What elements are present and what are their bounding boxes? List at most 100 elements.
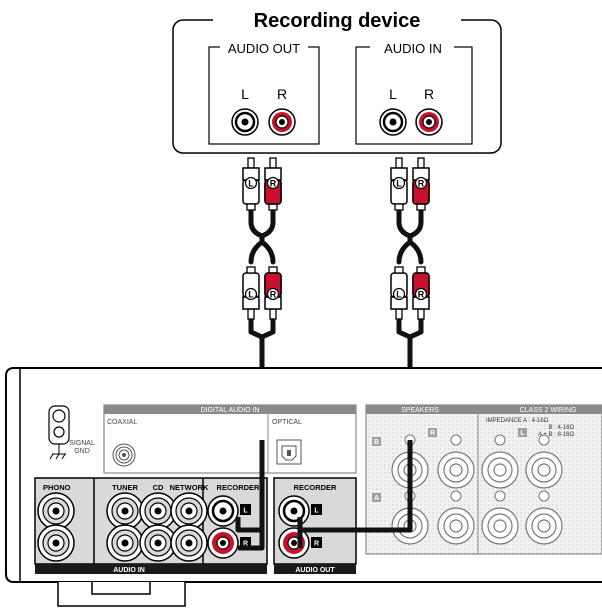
cable-2-right-branch: [407, 239, 424, 265]
audio-in-left-label: L: [389, 86, 397, 102]
plug-mark-r: R: [418, 290, 425, 300]
plug-2-top-right[interactable]: R: [412, 157, 430, 211]
speaker-a-mark: A: [374, 495, 379, 502]
plug-1-top-left[interactable]: L: [242, 157, 260, 211]
speaker-b-mark: B: [374, 439, 379, 446]
phono-right-jack[interactable]: [37, 524, 75, 562]
audio-out-label-mask: [220, 40, 308, 56]
phono-label: PHONO: [43, 483, 71, 492]
audio-in-right-label: R: [424, 86, 434, 102]
cable-2-left-branch: [396, 233, 413, 265]
audio-out-right-label: R: [277, 86, 287, 102]
recording-device-title: Recording device: [254, 10, 421, 32]
speaker-r-mark: R: [430, 430, 435, 437]
cable-2-lower-join: [396, 314, 424, 340]
audio-in-label: AUDIO IN: [384, 41, 442, 56]
amplifier-foot-inner: [91, 582, 151, 595]
cable-ends: [235, 440, 413, 551]
audio-in-bar-label: AUDIO IN: [113, 567, 145, 574]
plug-mark-l: L: [248, 179, 254, 189]
coaxial-jack[interactable]: [112, 443, 136, 467]
audio-out-left-label: L: [241, 86, 249, 102]
speaker-a-badge: [372, 493, 381, 502]
speaker-l-badge: [518, 428, 527, 437]
speaker-terminal[interactable]: [437, 451, 475, 489]
speaker-terminal[interactable]: [481, 507, 519, 545]
audio-in-right-jack[interactable]: [415, 108, 443, 136]
speaker-l-mark: L: [520, 430, 525, 437]
signal-label: SIGNAL: [69, 440, 95, 447]
cable-1-to-recorder-in-right: [238, 530, 265, 551]
plug-set-1-top: L R: [242, 157, 282, 211]
recording-device: Recording device AUDIO OUT L R: [172, 8, 502, 154]
optical-label: OPTICAL: [272, 419, 302, 426]
audio-out-label: AUDIO OUT: [228, 41, 300, 56]
recording-audio-out-group: AUDIO OUT L R: [208, 40, 320, 145]
plug-mark-l: L: [248, 290, 254, 300]
cable-1-right-branch: [259, 239, 276, 265]
cable-2-to-recorder-out: [300, 440, 413, 533]
audio-out-bar-label: AUDIO OUT: [295, 567, 335, 574]
recorder-in-right-jack[interactable]: [207, 527, 239, 559]
plug-mark-r: R: [270, 179, 277, 189]
speaker-terminal[interactable]: [437, 507, 475, 545]
class2-wiring-label: CLASS 2 WIRING: [520, 407, 577, 414]
cable-1-upper-join: [248, 207, 276, 239]
speaker-terminal[interactable]: [525, 507, 563, 545]
audio-out-section: AUDIO OUT RECORDER L R: [273, 477, 357, 574]
cable-2-upper-join: [396, 207, 424, 239]
cd-label: CD: [153, 483, 164, 492]
recorder-out-left-jack[interactable]: [278, 495, 310, 527]
cable-1-to-recorder-in-left: [235, 440, 265, 533]
digital-audio-in-section: DIGITAL AUDIO IN COAXIAL OPTICAL: [103, 404, 357, 474]
recorder-out-l-badge: [311, 504, 322, 515]
tuner-left-jack[interactable]: [106, 492, 144, 530]
recorder-out-label: RECORDER: [294, 483, 338, 492]
audio-out-right-jack[interactable]: [268, 108, 296, 136]
recorder-out-l-mark: L: [314, 508, 319, 515]
audio-out-left-jack[interactable]: [231, 108, 259, 136]
audio-in-left-jack[interactable]: [379, 108, 407, 136]
recorder-in-r-badge: [240, 537, 251, 548]
phono-left-jack[interactable]: [37, 492, 75, 530]
plug-mark-r: R: [418, 179, 425, 189]
recorder-in-l-mark: L: [243, 508, 248, 515]
cable-1-left-branch: [248, 233, 265, 265]
speaker-terminal[interactable]: [481, 451, 519, 489]
gnd-label: GND: [74, 448, 90, 455]
recorder-in-left-jack[interactable]: [207, 495, 239, 527]
recorder-out-r-mark: R: [314, 541, 319, 548]
impedance-line2: B : 4-16Ω: [549, 425, 575, 431]
network-right-jack[interactable]: [170, 524, 208, 562]
network-left-jack[interactable]: [170, 492, 208, 530]
speakers-label: SPEAKERS: [401, 407, 439, 414]
plug-mark-l: L: [396, 290, 402, 300]
recording-device-outline: [172, 19, 502, 154]
amplifier-rear-panel: SIGNAL GND DIGITAL AUDIO IN COAXIAL OPTI…: [5, 367, 602, 607]
audio-in-label-mask: [370, 40, 454, 56]
optical-jack[interactable]: [276, 439, 302, 465]
coaxial-label: COAXIAL: [107, 419, 137, 426]
title-mask: [213, 8, 461, 32]
speaker-terminal[interactable]: [525, 451, 563, 489]
tuner-label: TUNER: [112, 483, 138, 492]
cable-1-lower-join: [248, 314, 276, 340]
plug-1-top-right[interactable]: R: [264, 157, 282, 211]
recorder-in-label: RECORDER: [217, 483, 261, 492]
plug-set-1-bottom: L R: [242, 266, 282, 320]
plug-mark-r: R: [270, 290, 277, 300]
plug-set-2-bottom: L R: [390, 266, 430, 320]
network-label: NETWORK: [170, 483, 209, 492]
tuner-right-jack[interactable]: [106, 524, 144, 562]
digital-audio-in-label: DIGITAL AUDIO IN: [200, 407, 259, 414]
recorder-out-r-badge: [311, 537, 322, 548]
plug-set-2-top: L R: [390, 157, 430, 211]
recorder-in-r-mark: R: [243, 541, 248, 548]
analog-inputs-section: AUDIO IN PHONO TUNER CD NETWORK RECORDER: [34, 477, 268, 574]
plug-2-top-left[interactable]: L: [390, 157, 408, 211]
speaker-r-badge: [428, 428, 437, 437]
impedance-line3: A + B : 8-16Ω: [538, 432, 575, 438]
signal-gnd-terminal[interactable]: SIGNAL GND: [48, 405, 95, 460]
speaker-b-badge: [372, 437, 381, 446]
